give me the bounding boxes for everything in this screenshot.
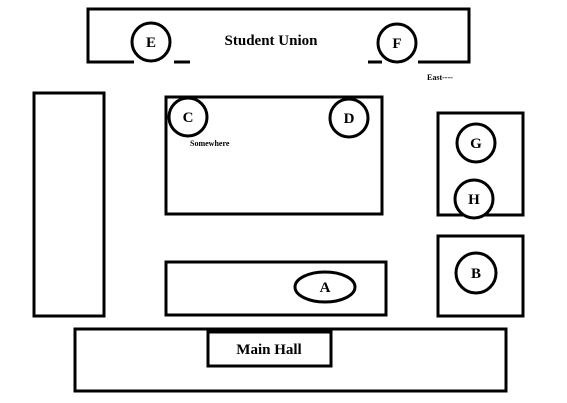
marker-b: B xyxy=(454,251,498,295)
student-union-label: Student Union xyxy=(225,33,319,49)
marker-g: G xyxy=(455,122,497,164)
marker-b-label: B xyxy=(471,266,481,282)
marker-c: C xyxy=(167,96,209,138)
marker-d: D xyxy=(328,97,370,139)
marker-g-label: G xyxy=(470,136,482,152)
marker-d-label: D xyxy=(344,111,355,127)
marker-h-label: H xyxy=(468,192,480,208)
marker-c-label: C xyxy=(183,110,194,126)
marker-f: F xyxy=(376,22,418,64)
marker-a-label: A xyxy=(320,280,331,296)
marker-e-label: E xyxy=(146,35,156,51)
student-union-building: Student Union xyxy=(86,7,471,64)
west-building xyxy=(32,91,106,318)
somewhere-annotation: Somewhere xyxy=(190,139,230,148)
marker-a: A xyxy=(293,270,357,304)
marker-e: E xyxy=(130,21,172,63)
main-hall-label: Main Hall xyxy=(236,342,301,358)
east-annotation: East---- xyxy=(427,73,453,82)
marker-f-label: F xyxy=(392,36,401,52)
main-hall-label-box: Main Hall xyxy=(206,330,333,368)
marker-h: H xyxy=(453,178,495,220)
